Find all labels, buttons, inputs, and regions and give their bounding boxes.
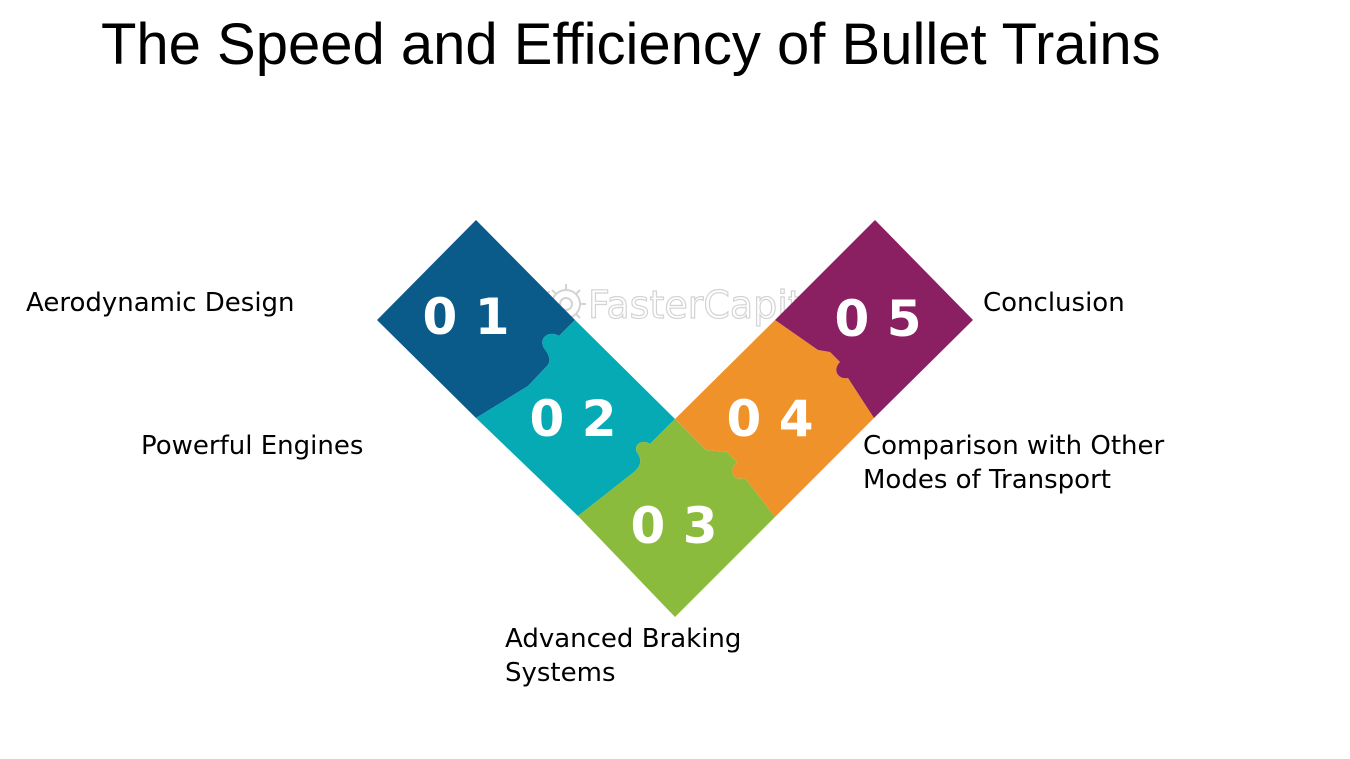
- step-number-2: 0 2: [530, 390, 617, 448]
- step-label-5: Conclusion: [983, 288, 1125, 318]
- step-label-2: Powerful Engines: [141, 431, 364, 461]
- step-label-4: Comparison with Other Modes of Transport: [863, 431, 1165, 495]
- step-piece-1: [377, 220, 575, 418]
- step-label-1: Aerodynamic Design: [26, 288, 295, 318]
- step-label-3: Advanced Braking Systems: [505, 624, 742, 688]
- step-piece-5: [775, 220, 973, 418]
- step-number-1: 0 1: [423, 288, 510, 346]
- step-number-3: 0 3: [631, 497, 718, 555]
- step-number-5: 0 5: [835, 290, 922, 348]
- page-title: The Speed and Efficiency of Bullet Train…: [101, 12, 1161, 77]
- step-piece-3: [578, 419, 775, 617]
- step-piece-4: [675, 320, 874, 517]
- step-piece-2: [476, 320, 675, 516]
- step-number-4: 0 4: [727, 390, 814, 448]
